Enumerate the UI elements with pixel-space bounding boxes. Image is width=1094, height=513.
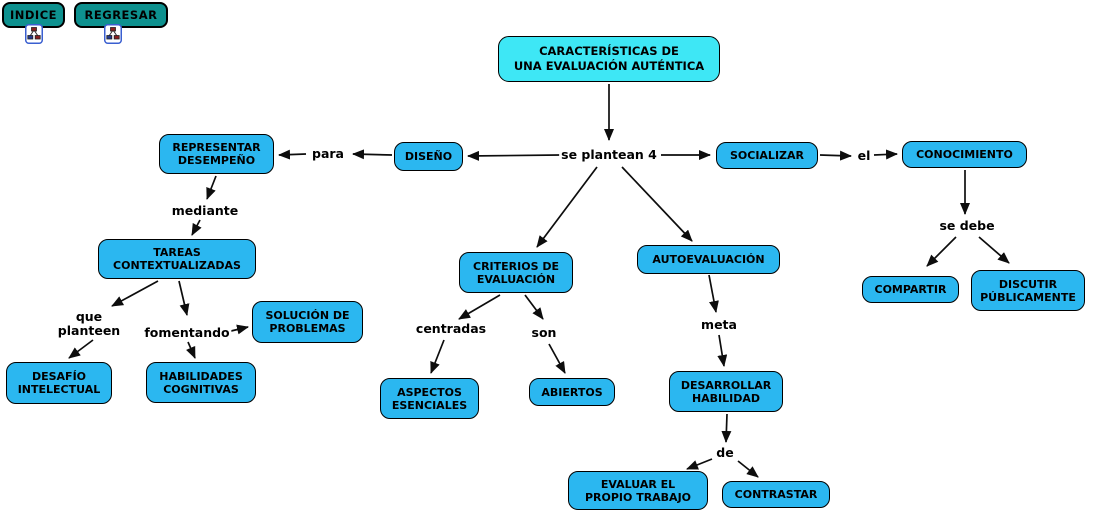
link-label-se-debe: se debe	[937, 218, 997, 233]
link-label-fomentando: fomentando	[142, 325, 232, 340]
edge-centradas-aspectos	[430, 339, 445, 374]
edge-sedebe-compartir	[926, 236, 957, 267]
edge-seplantean-criterios	[536, 166, 598, 248]
edge-representar-mediante	[206, 175, 217, 200]
node-compartir: COMPARTIR	[862, 276, 959, 303]
edge-para-representar	[278, 149, 307, 160]
node-contrastar: CONTRASTAR	[722, 481, 830, 508]
link-label-el: el	[855, 148, 873, 163]
edge-seplantean-diseno	[467, 150, 561, 161]
link-label-se-plantean-4: se plantean 4	[559, 147, 659, 162]
node-desarrollar-habilidad: DESARROLLAR HABILIDAD	[669, 371, 783, 412]
node-aspectos-esenciales: ASPECTOS ESENCIALES	[380, 378, 479, 419]
node-representar-desempeno: REPRESENTAR DESEMPEÑO	[159, 134, 274, 174]
edge-tareas-fomentando	[178, 280, 190, 316]
link-label-mediante: mediante	[169, 203, 241, 218]
edge-de-contrastar	[737, 460, 759, 478]
node-conocimiento: CONOCIMIENTO	[902, 141, 1027, 168]
edge-mediante-tareas	[191, 219, 202, 236]
link-label-son: son	[529, 325, 559, 340]
edge-tareas-queplanteen	[111, 280, 159, 307]
edge-sedebe-discutir	[978, 236, 1010, 264]
edge-desarrollar-de	[721, 413, 732, 443]
edge-son-abiertos	[548, 343, 566, 374]
node-diseno: DISEÑO	[394, 142, 463, 171]
node-habilidades-cognitivas: HABILIDADES COGNITIVAS	[146, 362, 256, 403]
edge-criterios-son	[524, 294, 544, 320]
concept-map-icon[interactable]	[25, 24, 43, 44]
node-evaluar-el-propio-trabajo: EVALUAR EL PROPIO TRABAJO	[568, 471, 708, 510]
node-discutir-publicamente: DISCUTIR PÚBLICAMENTE	[971, 270, 1085, 311]
edge-seplantean-autoeval	[621, 166, 693, 242]
indice-button[interactable]: INDICE	[2, 2, 65, 28]
edge-fomentando-solucion	[230, 324, 249, 335]
edge-diseno-para	[352, 149, 393, 160]
edge-el-conocimiento	[873, 149, 898, 160]
edge-de-evaluar	[686, 458, 713, 470]
node-desafio-intelectual: DESAFÍO INTELECTUAL	[6, 362, 112, 404]
edge-criterios-centradas	[458, 294, 501, 320]
node-abiertos: ABIERTOS	[529, 378, 615, 406]
edge-meta-desarrollar	[717, 334, 728, 367]
node-solucion-de-problemas: SOLUCIÓN DE PROBLEMAS	[252, 301, 363, 343]
edge-autoeval-meta	[708, 274, 719, 313]
node-autoevaluacion: AUTOEVALUACIÓN	[637, 245, 780, 274]
node-tareas-contextualizadas: TAREAS CONTEXTUALIZADAS	[98, 239, 256, 279]
link-label-para: para	[310, 146, 346, 161]
link-label-de: de	[714, 445, 736, 460]
edge-fomentando-habilidades	[186, 341, 196, 359]
edge-socializar-el	[819, 150, 852, 161]
link-label-meta: meta	[699, 317, 739, 332]
link-label-que-planteen: que planteen	[55, 309, 123, 338]
node-caracteristicas-root: CARACTERÍSTICAS DE UNA EVALUACIÓN AUTÉNT…	[498, 36, 720, 82]
node-criterios-de-evaluacion: CRITERIOS DE EVALUACIÓN	[459, 252, 573, 293]
concept-map-icon[interactable]	[104, 24, 122, 44]
node-socializar: SOCIALIZAR	[716, 142, 818, 169]
edge-queplanteen-desafio	[68, 339, 94, 359]
link-label-centradas: centradas	[413, 321, 489, 336]
